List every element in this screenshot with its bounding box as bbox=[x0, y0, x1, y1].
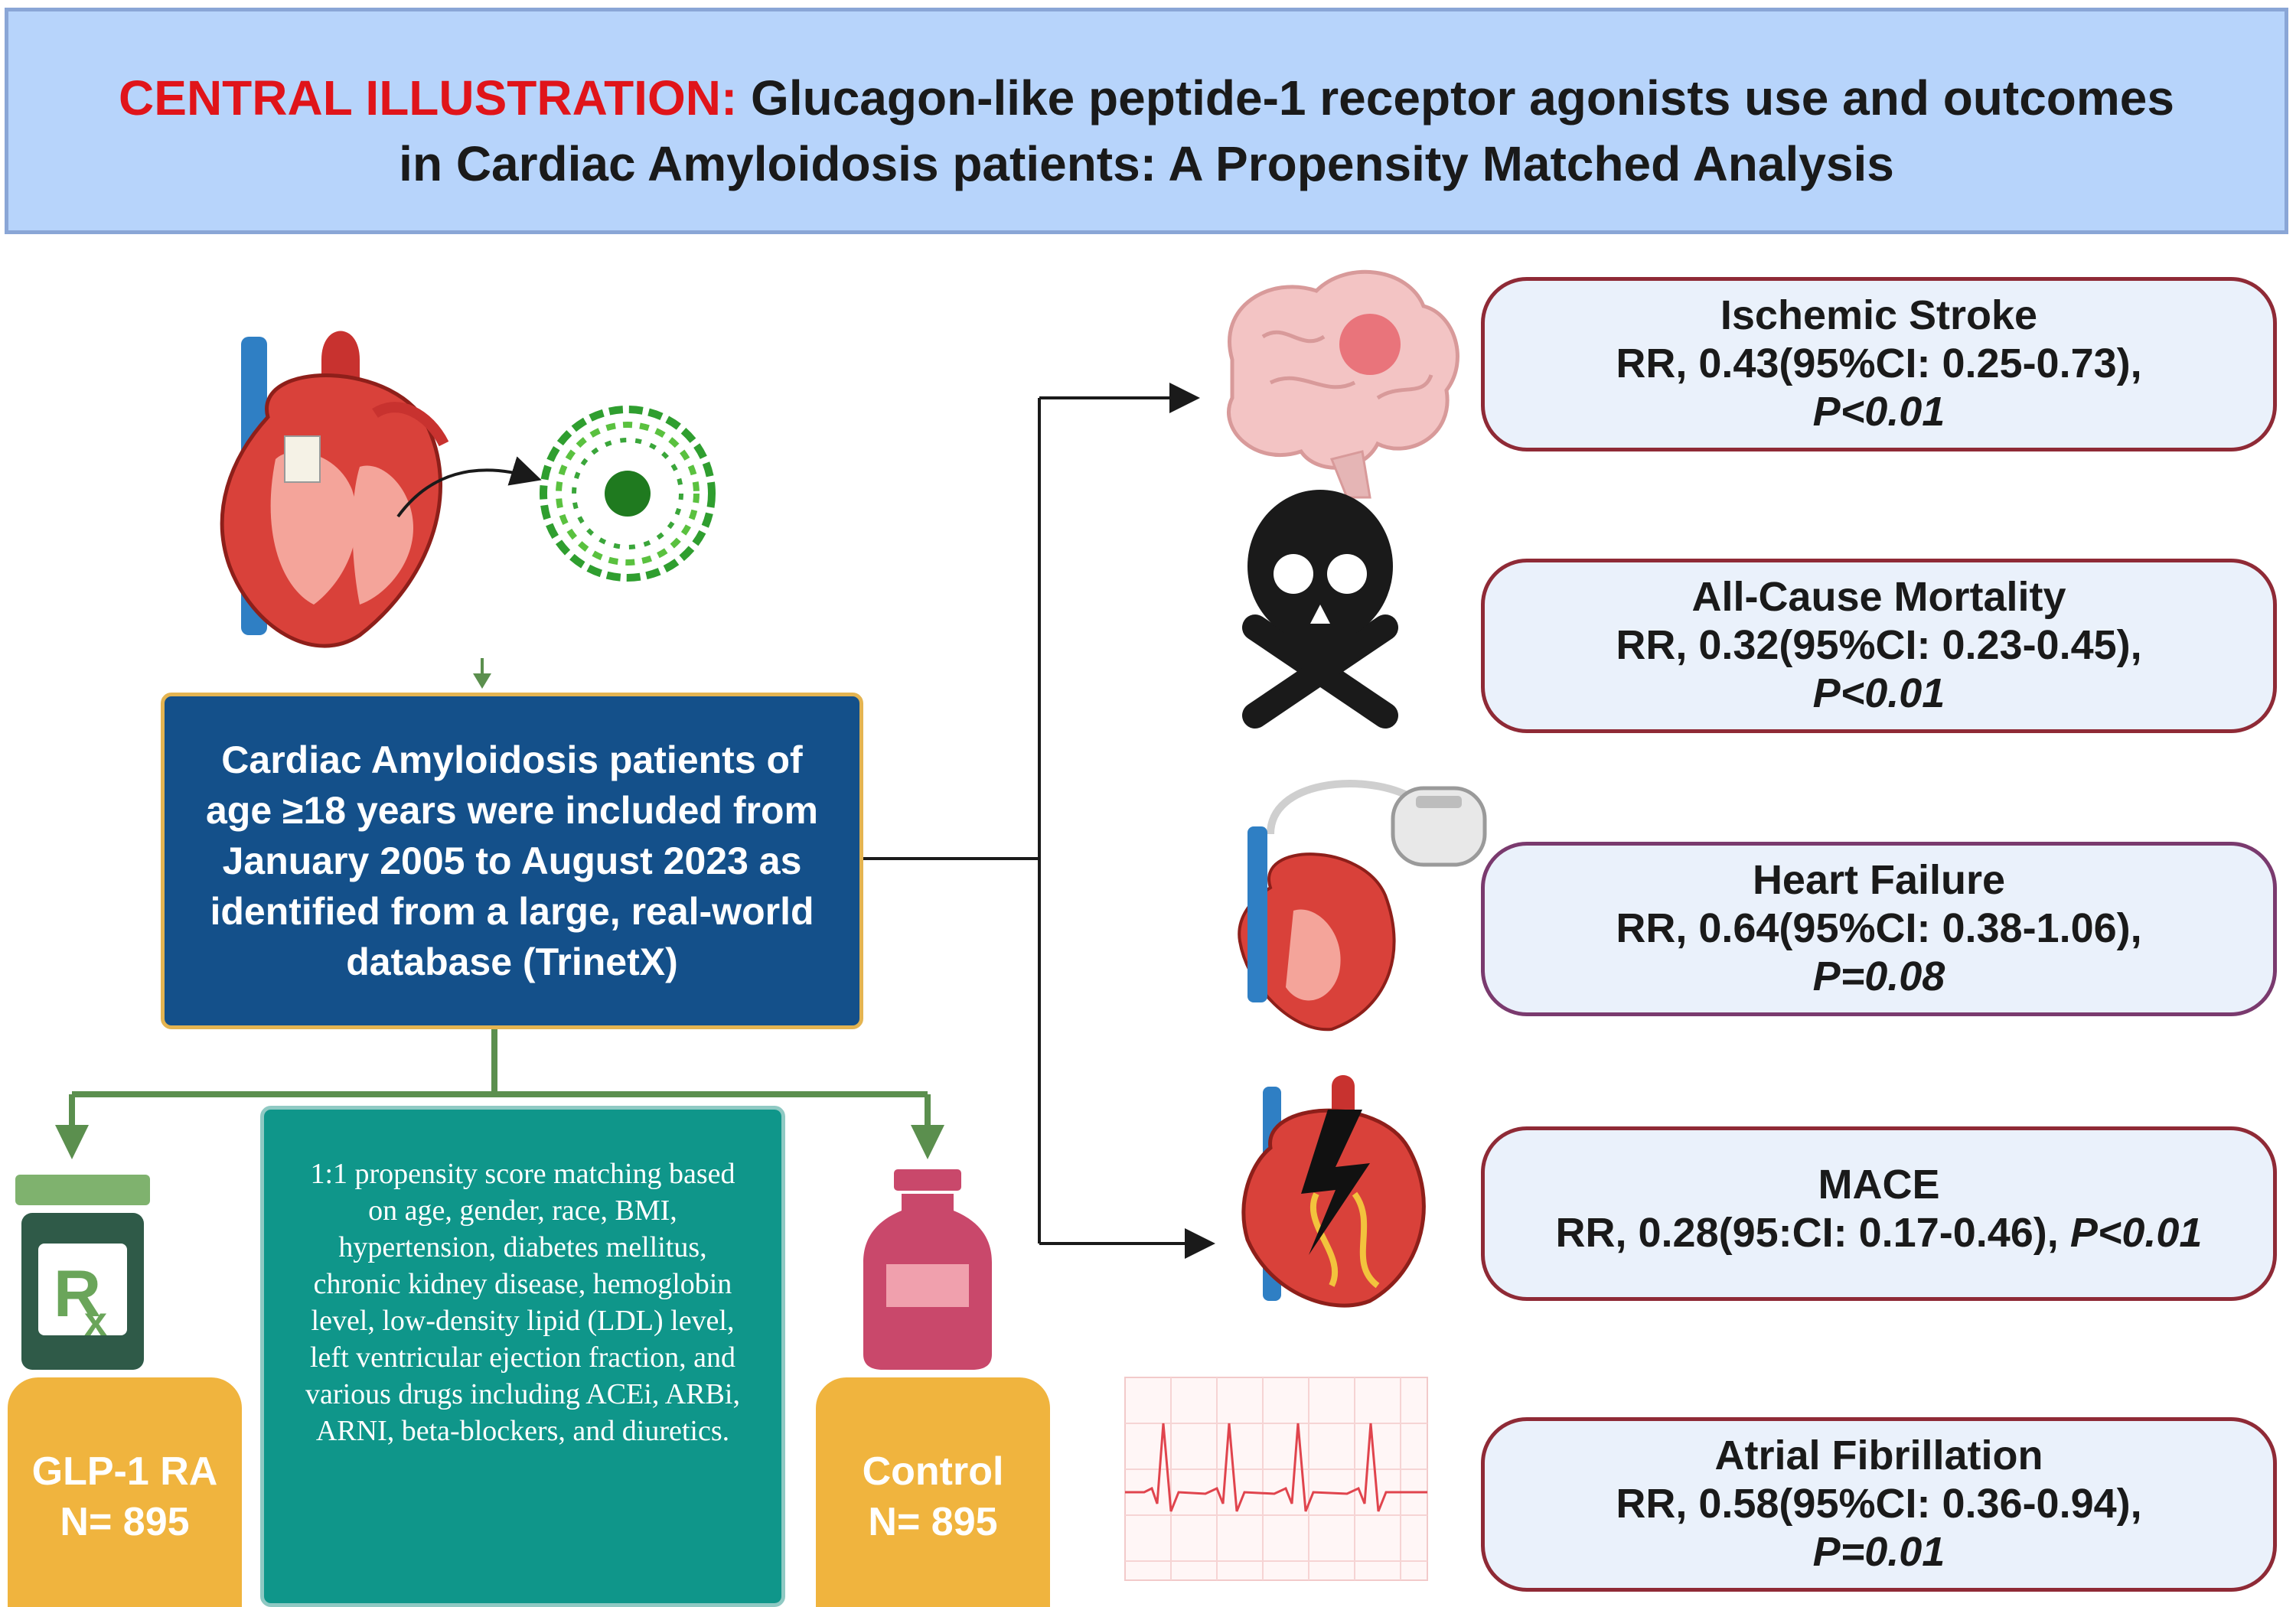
outcome-title: Heart Failure bbox=[1752, 857, 2006, 903]
rx-subscript: x bbox=[84, 1299, 107, 1345]
banner-label: CENTRAL ILLUSTRATION: bbox=[119, 70, 738, 125]
outcome-title: Ischemic Stroke bbox=[1720, 292, 2038, 338]
outcome-p: P<0.01 bbox=[1812, 389, 1945, 435]
outcome-all-cause-mortality: All-Cause Mortality RR, 0.32(95%CI: 0.23… bbox=[1481, 559, 2277, 733]
outcome-rr: RR, 0.43(95%CI: 0.25-0.73), bbox=[1616, 341, 2142, 386]
group-glp1-name: GLP-1 RA bbox=[31, 1449, 218, 1494]
outcome-atrial-fibrillation: Atrial Fibrillation RR, 0.58(95%CI: 0.36… bbox=[1481, 1417, 2277, 1592]
banner-title-line1: Glucagon-like peptide-1 receptor agonist… bbox=[737, 70, 2174, 125]
title-banner: CENTRAL ILLUSTRATION: Glucagon-like pept… bbox=[5, 8, 2288, 234]
group-control-name: Control bbox=[862, 1449, 1004, 1494]
outcome-heart-failure: Heart Failure RR, 0.64(95%CI: 0.38-1.06)… bbox=[1481, 842, 2277, 1016]
outcome-p: P<0.01 bbox=[1812, 670, 1945, 716]
amyloid-fibril-icon bbox=[540, 406, 716, 582]
study-population-box: Cardiac Amyloidosis patients of age ≥18 … bbox=[161, 693, 863, 1029]
medicine-bottle-icon bbox=[863, 1169, 992, 1370]
outcome-ischemic-stroke: Ischemic Stroke RR, 0.43(95%CI: 0.25-0.7… bbox=[1481, 277, 2277, 451]
outcome-title: All-Cause Mortality bbox=[1691, 574, 2066, 620]
study-population-text: Cardiac Amyloidosis patients of age ≥18 … bbox=[206, 738, 818, 983]
outcome-rr: RR, 0.32(95%CI: 0.23-0.45), bbox=[1616, 622, 2142, 668]
ecg-strip-icon bbox=[1124, 1377, 1428, 1581]
outcome-title: MACE bbox=[1818, 1162, 1940, 1208]
group-glp1: GLP-1 RA N= 895 bbox=[8, 1377, 242, 1607]
outcome-p: P<0.01 bbox=[2069, 1210, 2203, 1256]
group-glp1-n: N= 895 bbox=[60, 1500, 190, 1544]
heart-to-fibril-arrow bbox=[396, 456, 542, 518]
outcome-rr: RR, 0.58(95%CI: 0.36-0.94), bbox=[1616, 1481, 2142, 1527]
outcome-rr: RR, 0.28(95:CI: 0.17-0.46), bbox=[1555, 1210, 2059, 1256]
skull-crossbones-icon bbox=[1242, 490, 1398, 729]
pacemaker-heart-icon bbox=[1238, 780, 1487, 1032]
propensity-matching-text: 1:1 propensity score matching based on a… bbox=[305, 1158, 740, 1447]
propensity-matching-box: 1:1 propensity score matching based on a… bbox=[260, 1106, 785, 1607]
group-control-n: N= 895 bbox=[868, 1500, 998, 1544]
banner-title-line2: in Cardiac Amyloidosis patients: A Prope… bbox=[399, 136, 1894, 191]
banner-title: CENTRAL ILLUSTRATION: Glucagon-like pept… bbox=[8, 65, 2285, 197]
outcome-connector bbox=[863, 383, 1215, 1259]
group-split-connector bbox=[55, 1029, 944, 1159]
rx-symbol: R bbox=[54, 1257, 101, 1331]
outcome-rr: RR, 0.64(95%CI: 0.38-1.06), bbox=[1616, 905, 2142, 951]
outcome-p: P=0.01 bbox=[1812, 1529, 1945, 1575]
outcome-p: P=0.08 bbox=[1812, 953, 1945, 999]
rx-bottle-icon: R x bbox=[15, 1175, 150, 1370]
outcome-title: Atrial Fibrillation bbox=[1714, 1433, 2043, 1478]
heart-attack-icon bbox=[1241, 1075, 1426, 1308]
outcome-mace: MACE RR, 0.28(95:CI: 0.17-0.46), P<0.01 bbox=[1481, 1126, 2277, 1301]
group-control: Control N= 895 bbox=[816, 1377, 1050, 1607]
heart-amyloid-icon bbox=[220, 331, 449, 648]
brain-stroke-icon bbox=[1227, 269, 1459, 499]
